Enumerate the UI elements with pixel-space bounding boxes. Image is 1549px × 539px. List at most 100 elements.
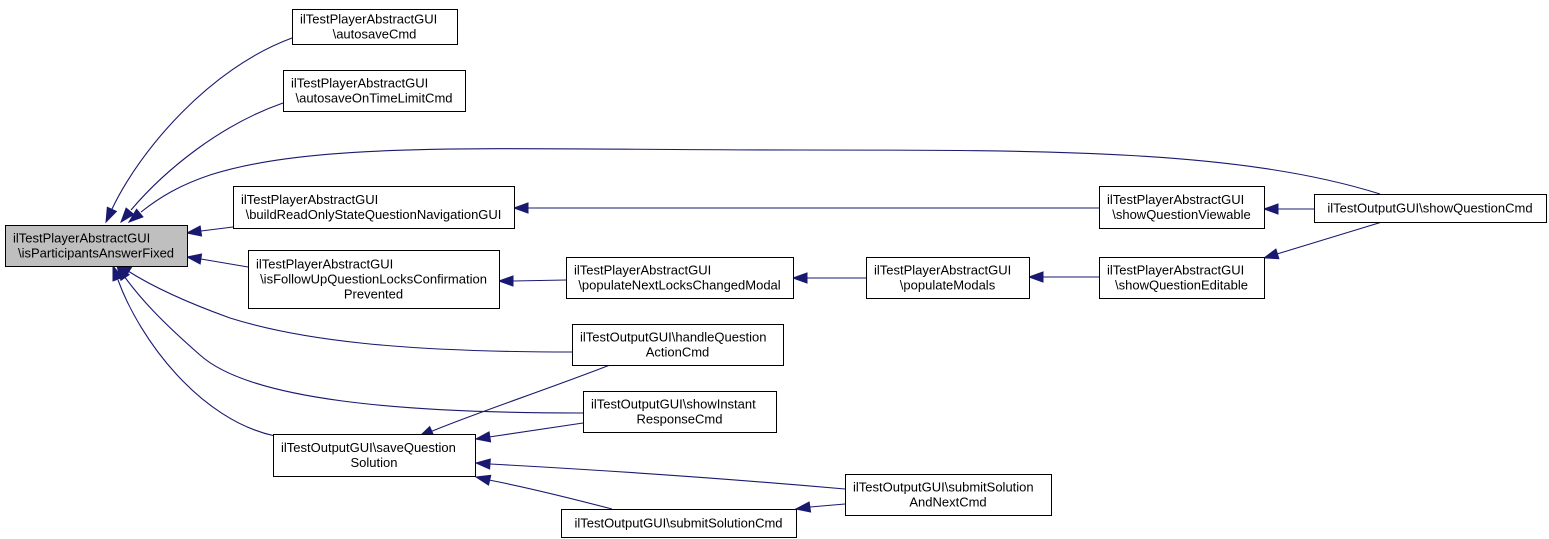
edge-showInstantResponseCmd-to-saveQuestionSolution [474, 422, 584, 443]
node-box[interactable] [1314, 194, 1547, 223]
arrowhead [185, 253, 203, 265]
node-box[interactable] [561, 509, 797, 538]
node-label-line: ilTestOutputGUI\handleQuestion [580, 330, 766, 345]
edge-handleQuestionActionCmd-to-saveQuestionSolution [417, 364, 611, 438]
edge-submitSolutionAndNextCmd-to-saveQuestionSolution [474, 458, 846, 490]
edge-line [488, 422, 584, 438]
arrowhead [791, 272, 808, 284]
node-box[interactable] [273, 434, 476, 477]
node-submitSolutionCmd[interactable]: ilTestOutputGUI\submitSolutionCmd [561, 509, 797, 538]
edge-showQuestionEditable-to-populateModals [1027, 271, 1099, 283]
node-populateNextLocksChangedModal[interactable]: ilTestPlayerAbstractGUI\populateNextLock… [566, 257, 794, 299]
node-autosaveCmd[interactable]: ilTestPlayerAbstractGUI\autosaveCmd [292, 9, 458, 45]
node-label-line: \populateNextLocksChangedModal [578, 278, 780, 293]
arrowhead [1262, 248, 1280, 260]
node-label-line: ilTestOutputGUI\submitSolution [853, 480, 1034, 495]
node-label-line: ilTestOutputGUI\showQuestionCmd [1327, 201, 1532, 216]
edge-line [117, 279, 276, 437]
node-showQuestionViewable[interactable]: ilTestPlayerAbstractGUI\showQuestionView… [1099, 186, 1265, 229]
arrowhead [105, 206, 118, 224]
edge-submitSolutionCmd-to-saveQuestionSolution [474, 474, 613, 510]
node-label-line: \showQuestionViewable [1112, 207, 1251, 222]
node-label-line: \isFollowUpQuestionLocksConfirmation [260, 272, 487, 287]
nodes-layer: ilTestPlayerAbstractGUI\isParticipantsAn… [5, 9, 1547, 538]
edge-line [200, 226, 234, 232]
edge-populateModals-to-populateNextLocksChangedModal [791, 272, 866, 284]
arrowhead [474, 431, 492, 443]
edge-line [140, 148, 1381, 213]
edge-line [488, 479, 613, 510]
node-label-line: \isParticipantsAnswerFixed [18, 246, 174, 261]
node-label-line: ilTestPlayerAbstractGUI [874, 263, 1011, 278]
node-label-line: AndNextCmd [909, 495, 986, 510]
node-populateModals[interactable]: ilTestPlayerAbstractGUI\populateModals [866, 257, 1030, 299]
node-label-line: ilTestOutputGUI\showInstant [591, 397, 756, 412]
node-label-line: ilTestOutputGUI\saveQuestion [281, 440, 456, 455]
node-box[interactable] [566, 257, 794, 299]
arrowhead [497, 275, 514, 287]
node-label-line: \buildReadOnlyStateQuestionNavigationGUI [246, 207, 502, 222]
arrowhead [474, 458, 491, 470]
edge-autosaveCmd-to-isParticipantsAnswerFixed [105, 37, 293, 224]
node-box[interactable] [845, 474, 1052, 516]
node-box[interactable] [1099, 186, 1265, 229]
node-box[interactable] [1099, 257, 1265, 299]
node-label-line: \showQuestionEditable [1115, 278, 1248, 293]
node-box[interactable] [248, 250, 500, 309]
arrowhead [474, 474, 492, 486]
edge-showQuestionCmd-to-isParticipantsAnswerFixed [127, 148, 1381, 223]
arrowhead [1027, 271, 1044, 283]
arrowhead [1262, 203, 1279, 215]
node-buildReadOnlyStateQuestionNavigationGUI[interactable]: ilTestPlayerAbstractGUI\buildReadOnlySta… [233, 186, 515, 229]
node-box[interactable] [283, 70, 466, 112]
node-box[interactable] [233, 186, 515, 229]
node-box[interactable] [866, 257, 1030, 299]
edge-line [489, 463, 846, 490]
node-label-line: ilTestPlayerAbstractGUI [256, 257, 393, 272]
node-label-line: ilTestPlayerAbstractGUI [291, 76, 428, 91]
edge-line [1276, 221, 1383, 255]
node-label-line: \autosaveOnTimeLimitCmd [295, 91, 452, 106]
node-showQuestionCmd[interactable]: ilTestOutputGUI\showQuestionCmd [1314, 194, 1547, 223]
node-label-line: \populateModals [900, 278, 996, 293]
node-autosaveOnTimeLimitCmd[interactable]: ilTestPlayerAbstractGUI\autosaveOnTimeLi… [283, 70, 466, 112]
edges-layer [105, 37, 1383, 513]
node-label-line: ilTestPlayerAbstractGUI [1107, 192, 1244, 207]
edge-submitSolutionAndNextCmd-to-submitSolutionCmd [794, 501, 846, 513]
arrowhead [112, 264, 124, 282]
node-label-line: ilTestPlayerAbstractGUI [574, 263, 711, 278]
edge-line [130, 102, 284, 211]
edge-line [127, 270, 573, 353]
node-isFollowUpQuestionLocksConfirmationPrevented[interactable]: ilTestPlayerAbstractGUI\isFollowUpQuesti… [248, 250, 500, 309]
arrowhead [185, 225, 203, 237]
arrowhead [127, 208, 144, 223]
node-box[interactable] [583, 391, 777, 433]
arrowhead [120, 207, 135, 224]
edge-saveQuestionSolution-to-isParticipantsAnswerFixed [112, 264, 276, 437]
node-label-line: ilTestOutputGUI\submitSolutionCmd [574, 516, 782, 531]
edge-isFollowUpQuestionLocksConfirmationPrevented-to-isParticipantsAnswerFixed [185, 253, 249, 268]
edge-line [429, 364, 611, 433]
node-box[interactable] [572, 324, 784, 366]
edge-line [200, 258, 249, 268]
node-box[interactable] [5, 225, 188, 267]
node-label-line: ilTestPlayerAbstractGUI [1107, 263, 1244, 278]
node-isParticipantsAnswerFixed[interactable]: ilTestPlayerAbstractGUI\isParticipantsAn… [5, 225, 188, 267]
node-label-line: ilTestPlayerAbstractGUI [241, 192, 378, 207]
node-showQuestionEditable[interactable]: ilTestPlayerAbstractGUI\showQuestionEdit… [1099, 257, 1265, 299]
node-label-line: Prevented [344, 287, 403, 302]
node-box[interactable] [292, 9, 458, 45]
node-label-line: ilTestPlayerAbstractGUI [13, 231, 150, 246]
edge-populateNextLocksChangedModal-to-isFollowUpQuestionLocksConfirmationPrevented [497, 275, 567, 287]
edge-line [123, 275, 584, 414]
edge-showQuestionCmd-to-showQuestionEditable [1262, 221, 1383, 260]
edge-showQuestionCmd-to-showQuestionViewable [1262, 203, 1314, 215]
edge-buildReadOnlyStateQuestionNavigationGUI-to-isParticipantsAnswerFixed [185, 225, 234, 237]
edge-showQuestionViewable-to-buildReadOnlyStateQuestionNavigationGUI [512, 202, 1099, 214]
arrowhead [512, 202, 529, 214]
